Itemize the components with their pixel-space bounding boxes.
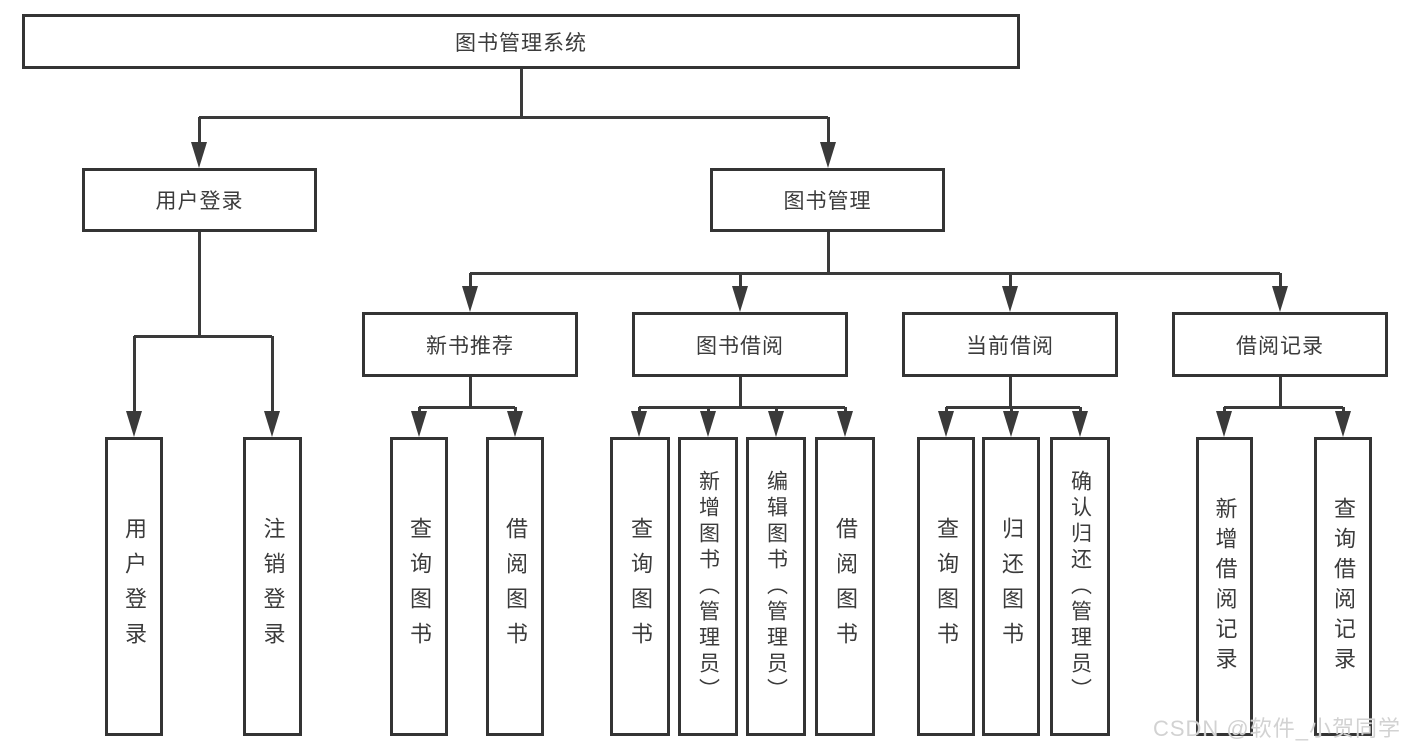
leaf-bb-add-book: 新增图书（管理员）: [678, 437, 738, 736]
csdn-watermark: CSDN @软件_小贺同学: [1152, 716, 1401, 741]
arrow-to-user-login: [191, 117, 207, 168]
arrow-to-cb-query-book: [938, 407, 954, 437]
leaf-logout: 注销登录: [243, 437, 302, 736]
connector-book-management-stem: [826, 232, 830, 274]
leaf-user-login: 用户登录: [105, 437, 163, 736]
node-user-login-label: 用户登录: [155, 190, 244, 213]
node-book-borrow-label: 图书借阅: [696, 334, 784, 358]
node-borrow-record-label: 借阅记录: [1236, 334, 1324, 358]
leaf-cb-confirm-return: 确认归还（管理员）: [1050, 437, 1110, 736]
leaf-cb-query-book: 查询图书: [917, 437, 975, 736]
leaf-bb-borrow-book-label: 借阅图书: [833, 516, 858, 657]
leaf-nb-query-book-label: 查询图书: [407, 516, 432, 657]
arrow-to-bb-borrow-book: [837, 407, 853, 437]
arrow-to-bb-edit-book: [768, 407, 784, 437]
connector-borrow-record-stem: [1278, 377, 1282, 409]
leaf-nb-borrow-book-label: 借阅图书: [503, 516, 528, 657]
node-current-borrow: 当前借阅: [902, 312, 1118, 377]
leaf-nb-query-book: 查询图书: [390, 437, 448, 736]
connector-root-hbar: [199, 115, 828, 119]
arrow-to-leaf-logout: [264, 336, 280, 437]
leaf-br-add-record-label: 新增借阅记录: [1212, 496, 1238, 677]
leaf-br-add-record: 新增借阅记录: [1196, 437, 1253, 736]
connector-book-borrow-stem: [738, 377, 742, 409]
leaf-user-login-label: 用户登录: [122, 516, 147, 657]
connector-new-book-hbar: [419, 405, 515, 409]
arrow-to-nb-query-book: [411, 407, 427, 437]
node-book-borrow: 图书借阅: [632, 312, 848, 377]
leaf-cb-confirm-return-label: 确认归还（管理员）: [1068, 469, 1092, 704]
node-root: 图书管理系统: [22, 14, 1020, 69]
arrow-to-book-borrow: [732, 273, 748, 312]
arrow-to-leaf-user-login: [126, 336, 142, 437]
node-user-login: 用户登录: [82, 168, 317, 232]
node-new-book-recommend-label: 新书推荐: [426, 334, 514, 358]
arrow-to-current-borrow: [1002, 273, 1018, 312]
arrow-to-nb-borrow-book: [507, 407, 523, 437]
connector-user-login-stem: [197, 232, 201, 337]
node-borrow-record: 借阅记录: [1172, 312, 1388, 377]
node-current-borrow-label: 当前借阅: [966, 334, 1054, 358]
leaf-nb-borrow-book: 借阅图书: [486, 437, 544, 736]
leaf-br-query-record: 查询借阅记录: [1314, 437, 1372, 736]
connector-root-stem: [519, 69, 523, 119]
connector-current-borrow-hbar: [946, 405, 1080, 409]
connector-user-login-hbar: [134, 334, 272, 338]
leaf-cb-return-book-label: 归还图书: [999, 516, 1024, 657]
leaf-br-query-record-label: 查询借阅记录: [1331, 496, 1356, 677]
leaf-bb-add-book-label: 新增图书（管理员）: [696, 469, 720, 704]
arrow-to-borrow-record: [1272, 273, 1288, 312]
node-new-book-recommend: 新书推荐: [362, 312, 578, 377]
connector-borrow-record-hbar: [1224, 405, 1343, 409]
arrow-to-new-book-recommend: [462, 273, 478, 312]
arrow-to-br-add-record: [1216, 407, 1232, 437]
arrow-to-cb-confirm-return: [1072, 407, 1088, 437]
leaf-bb-query-book-label: 查询图书: [628, 516, 653, 657]
connector-book-management-hbar: [470, 271, 1280, 275]
connector-new-book-stem: [468, 377, 472, 409]
leaf-cb-query-book-label: 查询图书: [934, 516, 959, 657]
arrow-to-bb-add-book: [700, 407, 716, 437]
arrow-to-book-management: [820, 117, 836, 168]
arrow-to-br-query-record: [1335, 407, 1351, 437]
leaf-bb-edit-book: 编辑图书（管理员）: [746, 437, 806, 736]
connector-book-borrow-hbar: [639, 405, 845, 409]
leaf-cb-return-book: 归还图书: [982, 437, 1040, 736]
leaf-bb-borrow-book: 借阅图书: [815, 437, 875, 736]
node-root-label: 图书管理系统: [455, 31, 587, 55]
connector-current-borrow-stem: [1008, 377, 1012, 409]
node-book-management: 图书管理: [710, 168, 945, 232]
leaf-bb-edit-book-label: 编辑图书（管理员）: [764, 469, 788, 704]
arrow-to-cb-return-book: [1003, 407, 1019, 437]
node-book-management-label: 图书管理: [783, 190, 872, 213]
leaf-logout-label: 注销登录: [260, 516, 286, 657]
leaf-bb-query-book: 查询图书: [610, 437, 670, 736]
arrow-to-bb-query-book: [631, 407, 647, 437]
